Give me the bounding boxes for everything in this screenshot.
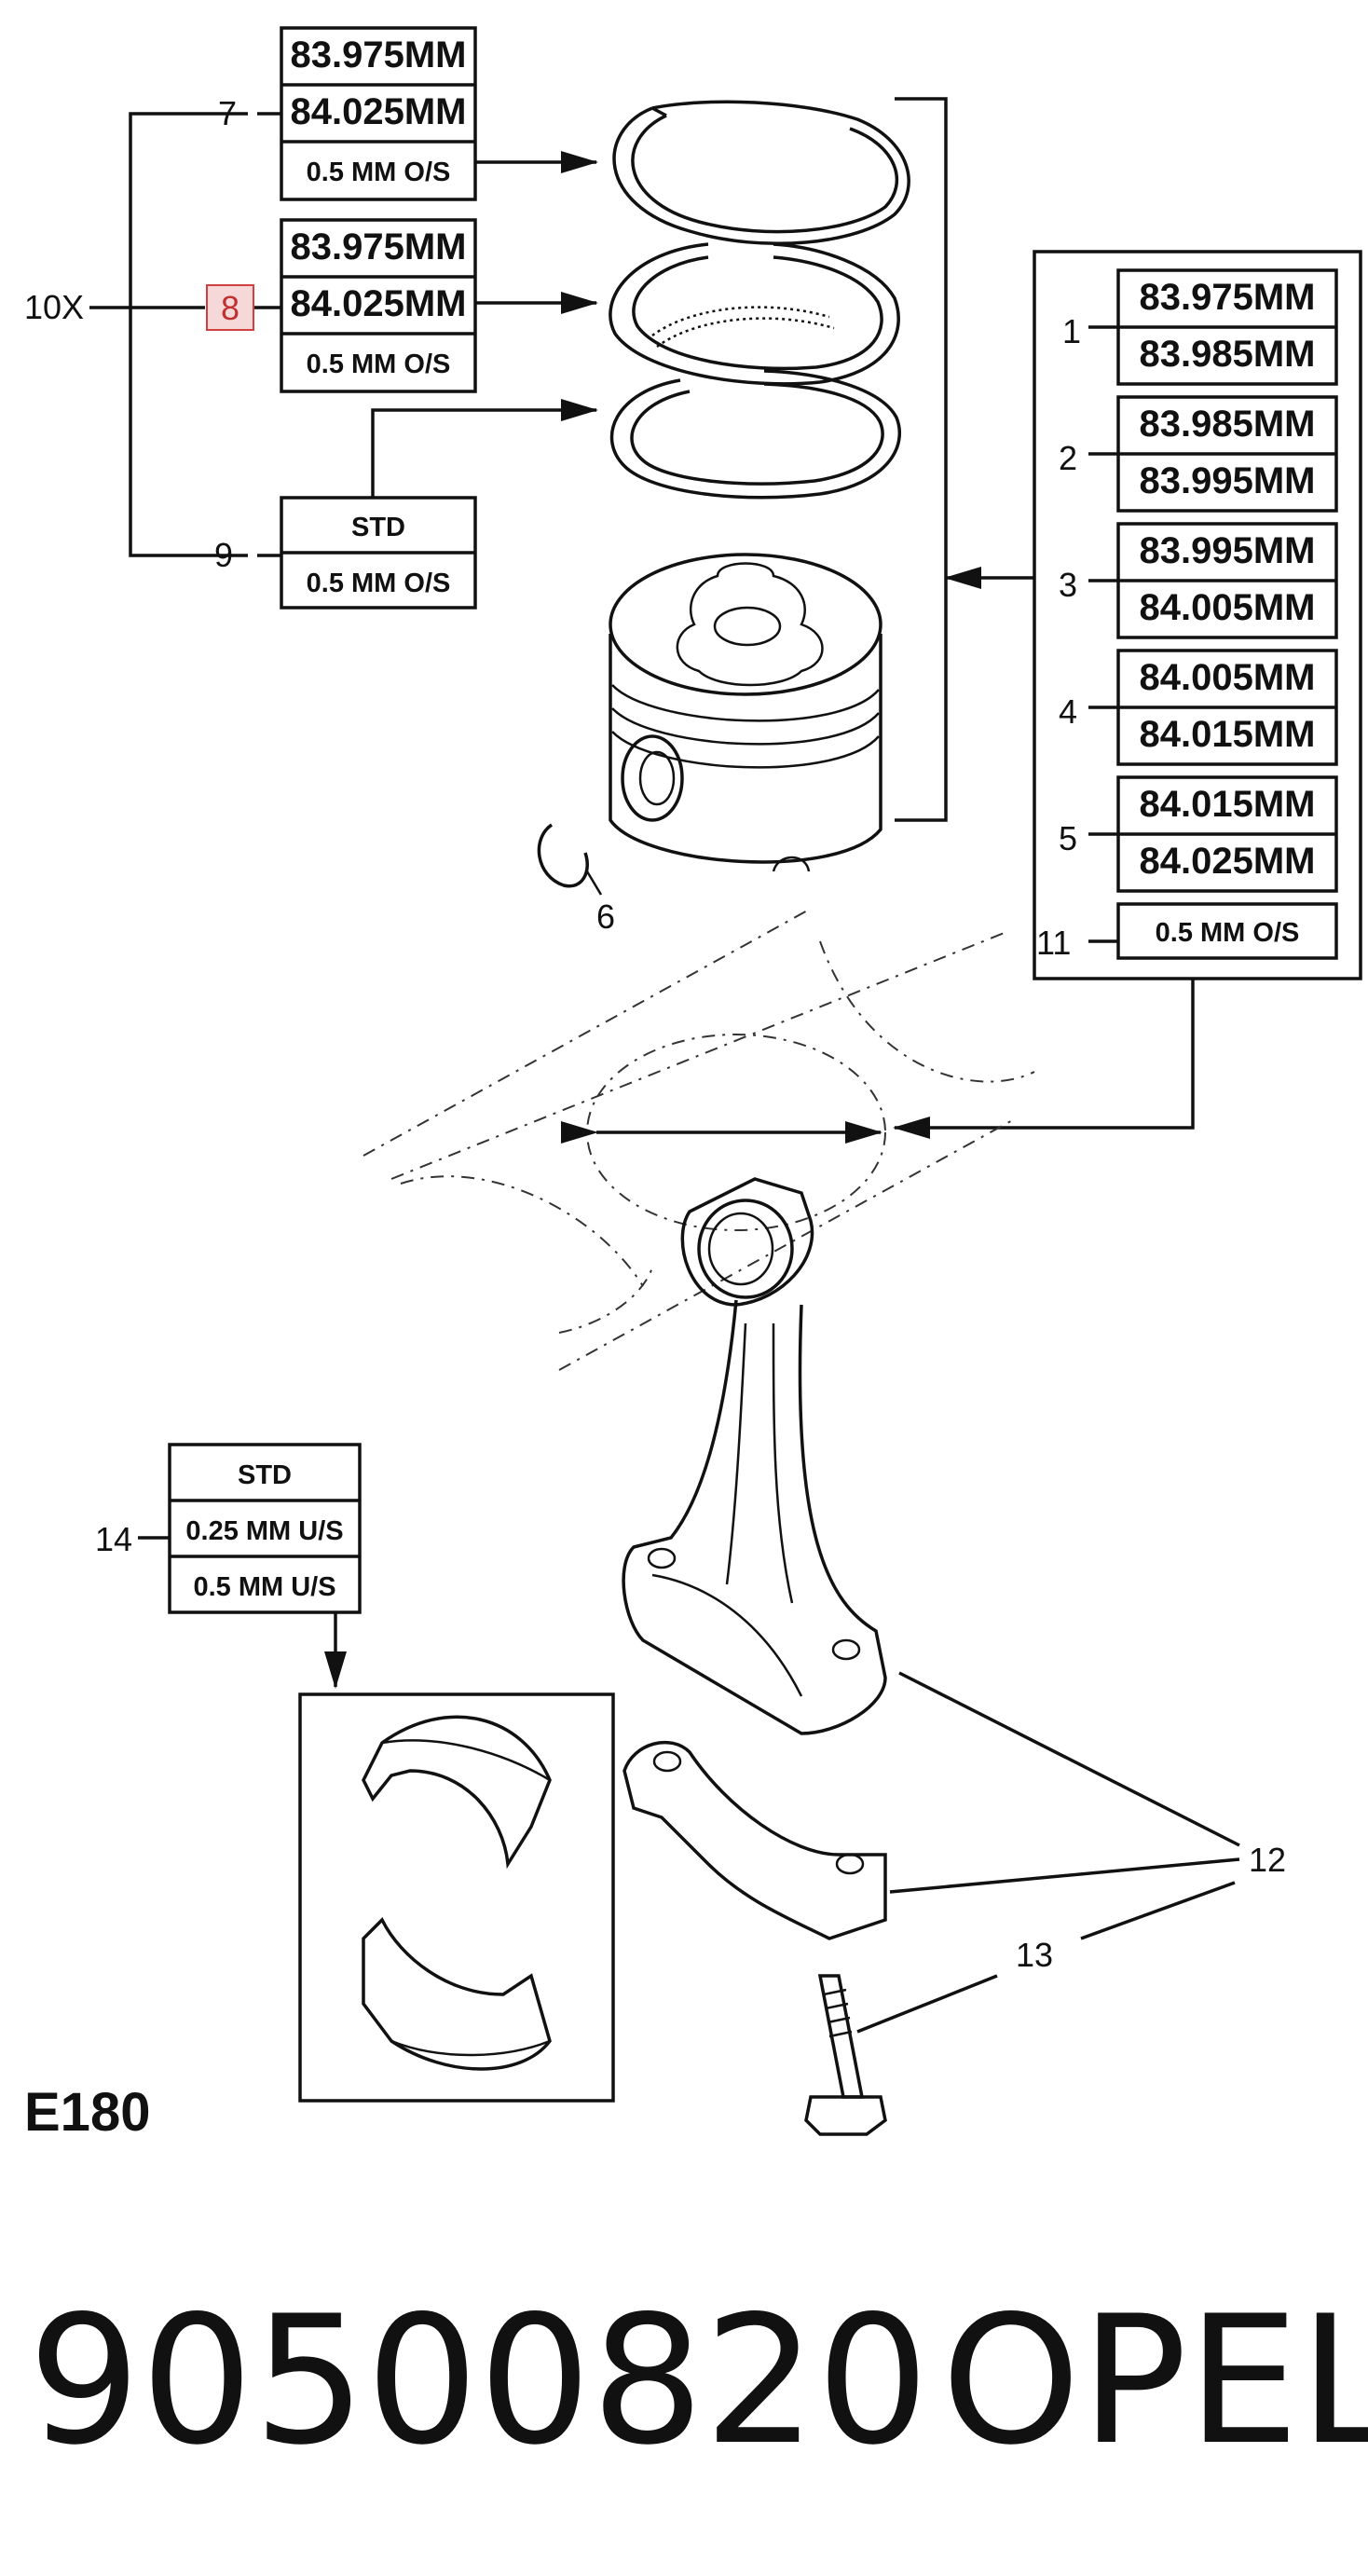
bore-arrow <box>893 979 1195 1139</box>
ring9-spec-table: STD 0.5 MM O/S <box>280 496 477 610</box>
callout-3: 3 <box>1059 566 1077 604</box>
piston-bracket <box>895 97 948 822</box>
piston4-max: 84.015MM <box>1140 714 1316 755</box>
piston2-min: 83.985MM <box>1140 404 1316 445</box>
bearing-shells-drawing <box>298 1692 615 2103</box>
diagram-code: E180 <box>24 2082 150 2143</box>
leader-13a <box>856 1974 998 2034</box>
bearing14-undersize-025: 0.25 MM U/S <box>185 1516 343 1546</box>
ring9-oversize: 0.5 MM O/S <box>307 569 451 598</box>
bearing14-undersize-05: 0.5 MM U/S <box>193 1572 335 1602</box>
callout-4: 4 <box>1059 692 1077 731</box>
piston-rings-drawing <box>609 100 910 500</box>
bolt-drawing <box>804 1974 887 2136</box>
callout-13: 13 <box>1016 1936 1053 1974</box>
callout-6: 6 <box>596 897 615 936</box>
ring7-size-min: 83.975MM <box>291 34 467 75</box>
piston5-max: 84.025MM <box>1140 841 1316 882</box>
piston5-min: 84.015MM <box>1140 784 1316 825</box>
ring8-size-max: 84.025MM <box>291 283 467 324</box>
callout-7: 7 <box>218 94 237 132</box>
piston1-max: 83.985MM <box>1140 334 1316 375</box>
part-number: 90500820 <box>28 2278 929 2484</box>
callout-9: 9 <box>214 536 233 574</box>
piston4-min: 84.005MM <box>1140 657 1316 698</box>
ring7-oversize: 0.5 MM O/S <box>307 158 451 187</box>
piston-size-table: 83.975MM 83.985MM 1 83.985MM 83.995MM 2 … <box>1033 250 1362 980</box>
ring9-std: STD <box>351 513 405 542</box>
bearing14-std: STD <box>238 1460 292 1490</box>
callout-8: 8 <box>221 289 239 327</box>
callout-2: 2 <box>1059 439 1077 477</box>
piston3-max: 84.005MM <box>1140 587 1316 628</box>
ring7-size-max: 84.025MM <box>291 91 467 132</box>
leader-13b <box>1080 1881 1236 1940</box>
callout-1: 1 <box>1062 312 1081 350</box>
ring8-oversize: 0.5 MM O/S <box>307 349 451 379</box>
piston11-oversize: 0.5 MM O/S <box>1156 918 1300 948</box>
ring9-arrow <box>371 399 598 498</box>
ring8-spec-table: 83.975MM 84.025MM 0.5 MM O/S <box>280 218 477 393</box>
callout-11: 11 <box>1036 924 1071 962</box>
ring7-spec-table: 83.975MM 84.025MM 0.5 MM O/S <box>280 26 477 201</box>
leader-12b <box>889 1857 1240 1894</box>
piston1-min: 83.975MM <box>1140 277 1316 318</box>
brand-name: OPEL <box>941 2278 1368 2484</box>
piston3-min: 83.995MM <box>1140 530 1316 571</box>
piston2-max: 83.995MM <box>1140 460 1316 501</box>
callout-5: 5 <box>1059 819 1077 857</box>
ring8-size-min: 83.975MM <box>291 226 467 267</box>
piston-drawing <box>609 553 882 872</box>
connecting-rod-drawing <box>622 1177 887 1735</box>
ring-set-bracket <box>89 112 281 557</box>
cylinder-block-outline <box>363 908 1035 1371</box>
callout-14: 14 <box>95 1520 132 1558</box>
bearing14-spec-table: STD 0.25 MM U/S 0.5 MM U/S <box>138 1443 362 1614</box>
bearing-cap-drawing <box>622 1740 887 1940</box>
callout-12: 12 <box>1249 1841 1286 1879</box>
leader-12a <box>898 1671 1240 1847</box>
circlip-drawing <box>537 823 589 888</box>
callout-8-highlight[interactable]: 8 <box>206 284 254 331</box>
callout-10x: 10X <box>24 288 84 326</box>
